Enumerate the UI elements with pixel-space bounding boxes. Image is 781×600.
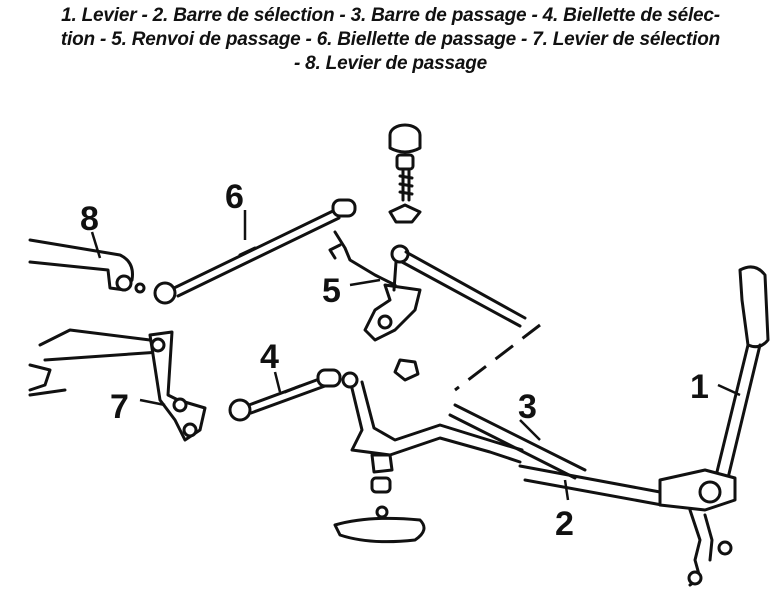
callout-4: 4 bbox=[260, 338, 279, 376]
caption-line-3: - 8. Levier de passage bbox=[293, 53, 488, 74]
part-7-selector-lever bbox=[28, 328, 207, 442]
callout-6: 6 bbox=[225, 178, 244, 216]
callout-5: 5 bbox=[322, 272, 341, 310]
callout-2: 2 bbox=[555, 505, 574, 543]
part-5-shift-relay bbox=[328, 230, 422, 382]
part-2-selector-bar bbox=[333, 378, 664, 544]
caption-line-1: 1. Levier - 2. Barre de sélection - 3. B… bbox=[61, 5, 720, 26]
callout-1: 1 bbox=[690, 368, 709, 406]
callout-leaders bbox=[90, 210, 741, 501]
callout-3: 3 bbox=[518, 388, 537, 426]
callout-8: 8 bbox=[80, 200, 99, 238]
part-8-shift-lever bbox=[28, 238, 146, 294]
part-4-selector-rod bbox=[228, 368, 359, 422]
part-1-gear-lever bbox=[658, 265, 770, 587]
relay-pivot-bolt bbox=[388, 123, 422, 292]
callout-7: 7 bbox=[110, 388, 129, 426]
part-6-shift-rod bbox=[153, 198, 357, 305]
part-3-shift-bar bbox=[400, 250, 587, 480]
caption-line-2: tion - 5. Renvoi de passage - 6. Biellet… bbox=[60, 29, 721, 50]
figure-caption: 1. Levier - 2. Barre de sélection - 3. B… bbox=[0, 4, 781, 76]
